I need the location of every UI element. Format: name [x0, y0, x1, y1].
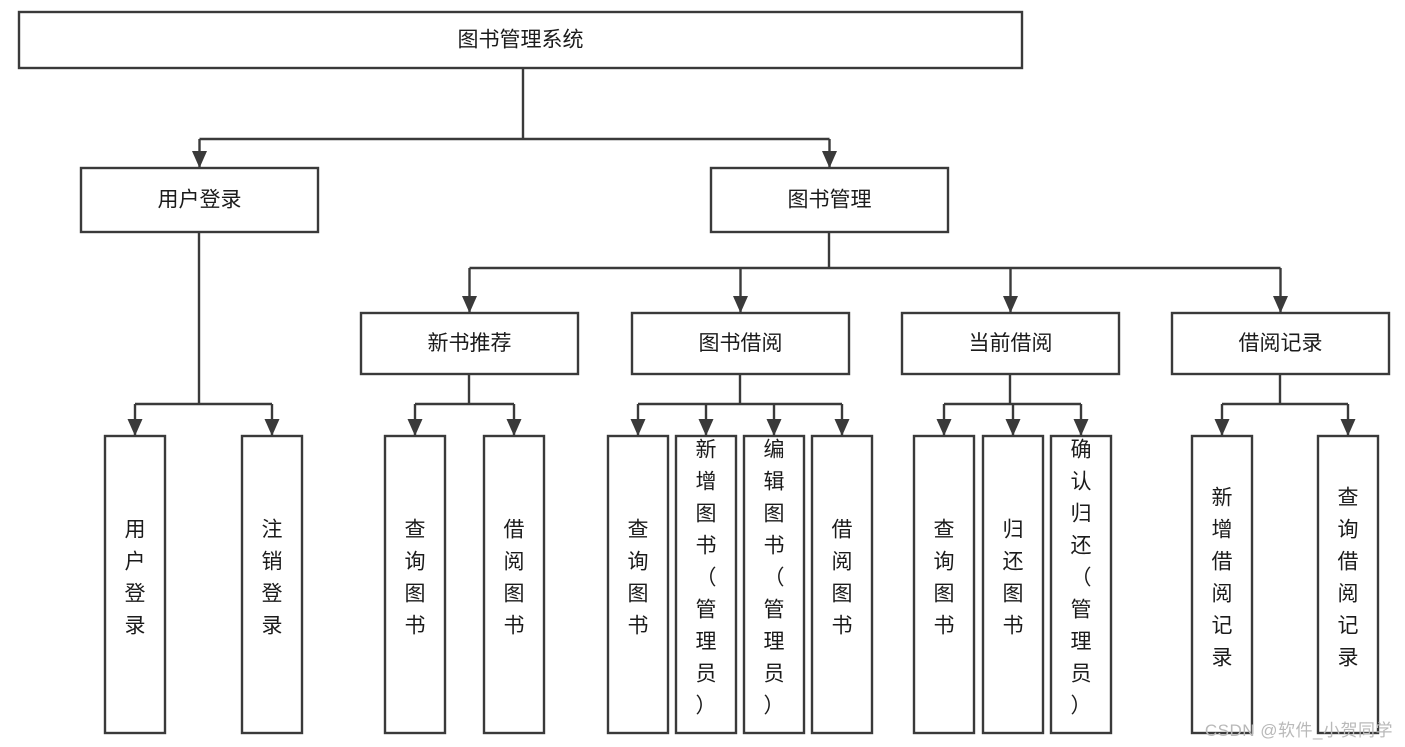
node-box-borrow-record	[1170, 311, 1391, 376]
csdn-watermark: CSDN @软件_小贺同学	[1204, 721, 1393, 740]
arrow-head-icon-leaf-query-borrow-record	[1340, 419, 1356, 436]
node-label-leaf-query-book-borrow: 查询图书	[628, 519, 649, 638]
node-box-leaf-query-book-borrow	[606, 434, 670, 735]
node-label-book-borrow: 图书借阅	[699, 332, 783, 355]
node-box-new-book-recommend	[359, 311, 580, 376]
node-label-leaf-query-borrow-record: 查询借阅记录	[1338, 487, 1359, 670]
node-label-leaf-return-book: 归还图书	[1003, 519, 1024, 638]
node-user-login[interactable]: 用户登录	[79, 166, 320, 234]
node-label-leaf-confirm-return-admin: 确认归还（管理员）	[1071, 439, 1092, 718]
node-leaf-borrow-book-recommend[interactable]: 借阅图书	[482, 434, 546, 735]
node-box-leaf-user-login	[103, 434, 167, 735]
connector-group-new-book-recommend	[407, 374, 522, 436]
arrow-head-icon-leaf-confirm-return-admin	[1073, 419, 1089, 436]
node-box-leaf-confirm-return-admin	[1049, 434, 1113, 735]
connector-layer	[127, 68, 1356, 436]
arrow-head-icon-leaf-query-book-recommend	[407, 419, 423, 436]
node-box-leaf-borrow-book	[810, 434, 874, 735]
node-borrow-record[interactable]: 借阅记录	[1170, 311, 1391, 376]
node-current-borrow[interactable]: 当前借阅	[900, 311, 1121, 376]
node-label-leaf-add-borrow-record: 新增借阅记录	[1212, 487, 1233, 670]
node-label-borrow-record: 借阅记录	[1239, 332, 1323, 355]
node-leaf-borrow-book[interactable]: 借阅图书	[810, 434, 874, 735]
node-label-new-book-recommend: 新书推荐	[428, 332, 512, 355]
node-leaf-add-book-admin[interactable]: 新增图书（管理员）	[674, 434, 738, 735]
connector-group-user-login	[127, 232, 280, 436]
arrow-head-icon-leaf-query-book-borrow	[630, 419, 646, 436]
node-label-leaf-query-book-recommend: 查询图书	[405, 519, 426, 638]
node-label-leaf-query-book-current: 查询图书	[934, 519, 955, 638]
node-leaf-query-book-recommend[interactable]: 查询图书	[383, 434, 447, 735]
connector-group-borrow-record	[1214, 374, 1356, 436]
arrow-head-icon-leaf-add-book-admin	[698, 419, 714, 436]
node-book-manage[interactable]: 图书管理	[709, 166, 950, 234]
node-leaf-confirm-return-admin[interactable]: 确认归还（管理员）	[1049, 434, 1113, 735]
node-layer: 图书管理系统用户登录图书管理新书推荐图书借阅当前借阅借阅记录用户登录注销登录查询…	[17, 10, 1391, 735]
node-box-leaf-add-borrow-record	[1190, 434, 1254, 735]
arrow-head-icon-new-book-recommend	[462, 296, 477, 313]
node-leaf-return-book[interactable]: 归还图书	[981, 434, 1045, 735]
node-leaf-query-borrow-record[interactable]: 查询借阅记录	[1316, 434, 1380, 735]
node-book-borrow[interactable]: 图书借阅	[630, 311, 851, 376]
arrow-head-icon-user-login	[192, 151, 207, 168]
arrow-head-icon-leaf-user-login	[127, 419, 143, 436]
node-box-leaf-return-book	[981, 434, 1045, 735]
node-box-leaf-add-book-admin	[674, 434, 738, 735]
connector-group-current-borrow	[936, 374, 1089, 436]
node-box-current-borrow	[900, 311, 1121, 376]
node-box-root	[17, 10, 1024, 70]
arrow-head-icon-book-manage	[822, 151, 837, 168]
node-box-leaf-query-book-recommend	[383, 434, 447, 735]
arrow-head-icon-leaf-add-borrow-record	[1214, 419, 1230, 436]
node-leaf-query-book-borrow[interactable]: 查询图书	[606, 434, 670, 735]
arrow-head-icon-leaf-logout-login	[264, 419, 280, 436]
node-label-leaf-add-book-admin: 新增图书（管理员）	[696, 439, 717, 718]
arrow-head-icon-leaf-borrow-book-recommend	[506, 419, 522, 436]
node-box-book-borrow	[630, 311, 851, 376]
arrow-head-icon-leaf-edit-book-admin	[766, 419, 782, 436]
node-box-leaf-edit-book-admin	[742, 434, 806, 735]
arrow-head-icon-leaf-borrow-book	[834, 419, 850, 436]
node-label-leaf-edit-book-admin: 编辑图书（管理员）	[764, 439, 785, 718]
arrow-head-icon-leaf-query-book-current	[936, 419, 952, 436]
node-root[interactable]: 图书管理系统	[17, 10, 1024, 70]
node-label-book-manage: 图书管理	[788, 189, 872, 212]
node-leaf-query-book-current[interactable]: 查询图书	[912, 434, 976, 735]
node-label-user-login: 用户登录	[158, 189, 242, 212]
connector-group-root	[192, 68, 837, 168]
node-leaf-logout-login[interactable]: 注销登录	[240, 434, 304, 735]
node-box-book-manage	[709, 166, 950, 234]
node-box-leaf-query-borrow-record	[1316, 434, 1380, 735]
node-label-leaf-user-login: 用户登录	[125, 519, 146, 638]
arrow-head-icon-book-borrow	[733, 296, 748, 313]
node-label-root: 图书管理系统	[458, 29, 584, 52]
arrow-head-icon-leaf-return-book	[1005, 419, 1021, 436]
node-label-leaf-logout-login: 注销登录	[262, 519, 283, 638]
node-box-leaf-borrow-book-recommend	[482, 434, 546, 735]
node-new-book-recommend[interactable]: 新书推荐	[359, 311, 580, 376]
node-box-user-login	[79, 166, 320, 234]
node-box-leaf-logout-login	[240, 434, 304, 735]
connector-group-book-manage	[462, 232, 1288, 313]
node-leaf-edit-book-admin[interactable]: 编辑图书（管理员）	[742, 434, 806, 735]
node-box-leaf-query-book-current	[912, 434, 976, 735]
node-label-leaf-borrow-book: 借阅图书	[832, 519, 853, 638]
node-label-leaf-borrow-book-recommend: 借阅图书	[504, 519, 525, 638]
connector-group-book-borrow	[630, 374, 850, 436]
node-label-current-borrow: 当前借阅	[969, 332, 1053, 355]
node-leaf-user-login[interactable]: 用户登录	[103, 434, 167, 735]
arrow-head-icon-borrow-record	[1273, 296, 1288, 313]
node-leaf-add-borrow-record[interactable]: 新增借阅记录	[1190, 434, 1254, 735]
arrow-head-icon-current-borrow	[1003, 296, 1018, 313]
